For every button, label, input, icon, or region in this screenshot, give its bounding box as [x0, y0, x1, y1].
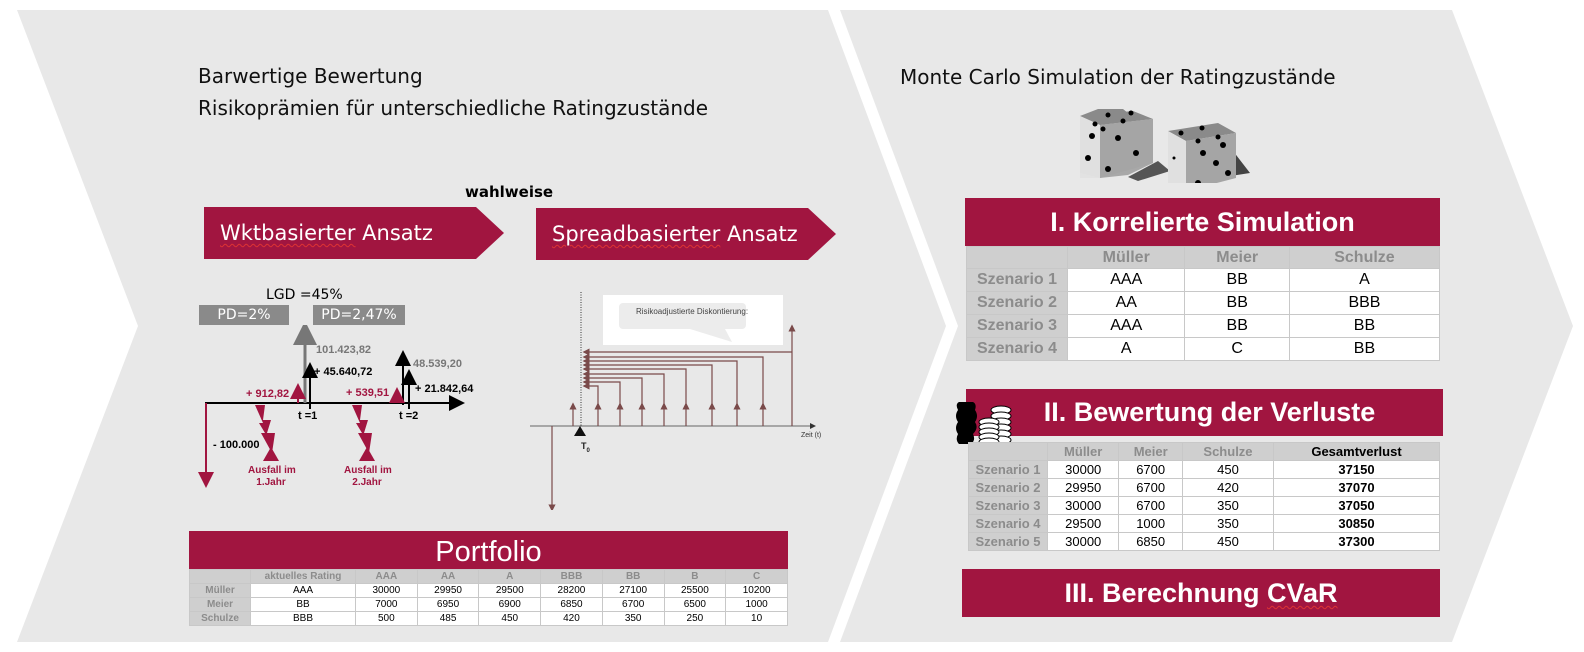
approach-wkt-rest: Ansatz [355, 221, 433, 245]
t0-label: T0 [581, 441, 590, 454]
premium-2: + 539,51 [346, 387, 390, 399]
gross-cashflow-1: 101.423,82 [316, 344, 372, 356]
approach-spread-rest: Ansatz [720, 222, 798, 246]
simulation-title: I. Korrelierte Simulation [965, 198, 1440, 246]
right-title: Monte Carlo Simulation der Ratingzuständ… [900, 65, 1336, 89]
left-title-line2: Risikoprämien für unterschiedliche Ratin… [198, 96, 709, 120]
portfolio-table: aktuelles Rating AAA AA A BBB BB B C Mül… [189, 569, 788, 626]
choice-label: wahlweise [465, 183, 554, 201]
approach-spread-word: Spreadbasierter [552, 222, 721, 246]
lightning-icon-2 [352, 405, 372, 453]
lightning-icon-1 [255, 405, 275, 453]
portfolio-title: Portfolio [189, 531, 788, 569]
net-cashflow-2: + 21.842,64 [415, 383, 474, 395]
premium-1: + 912,82 [246, 388, 290, 400]
dice-icon [1080, 109, 1250, 183]
approach-spread-button[interactable]: Spreadbasierter Ansatz [536, 208, 836, 260]
default-marker-1 [263, 447, 279, 461]
pd-year2-box: PD=2,47% [313, 305, 405, 325]
t2-label: t =2 [399, 410, 419, 422]
spread-diagram [530, 292, 816, 510]
portfolio-header-row: aktuelles Rating AAA AA A BBB BB B C [189, 569, 788, 584]
default-marker-2 [359, 447, 375, 461]
net-cashflow-1: + 45.640,72 [314, 366, 373, 378]
t1-label: t =1 [298, 410, 318, 422]
time-axis-label: Zeit (t) [801, 432, 822, 439]
gross-cashflow-2: 48.539,20 [413, 358, 462, 370]
losses-table: Müller Meier Schulze Gesamtverlust Szena… [968, 442, 1440, 551]
approach-wkt-button[interactable]: Wktbasierter Ansatz [204, 207, 504, 259]
cvar-title: III. Berechnung CVaR [962, 569, 1440, 617]
left-title-line1: Barwertige Bewertung [198, 64, 423, 88]
left-chevron [17, 10, 946, 642]
initial-outflow: - 100.000 [213, 439, 260, 451]
coins-icon [956, 402, 1012, 447]
lgd-label: LGD =45% [266, 287, 343, 303]
pd-year1-box: PD=2% [199, 305, 289, 325]
approach-wkt-word: Wktbasierter [220, 221, 356, 245]
losses-title: II. Bewertung der Verluste [966, 389, 1443, 436]
cashflow-diagram [198, 325, 465, 488]
callout-text: Risikoadjustierte Diskontierung: [636, 307, 749, 316]
